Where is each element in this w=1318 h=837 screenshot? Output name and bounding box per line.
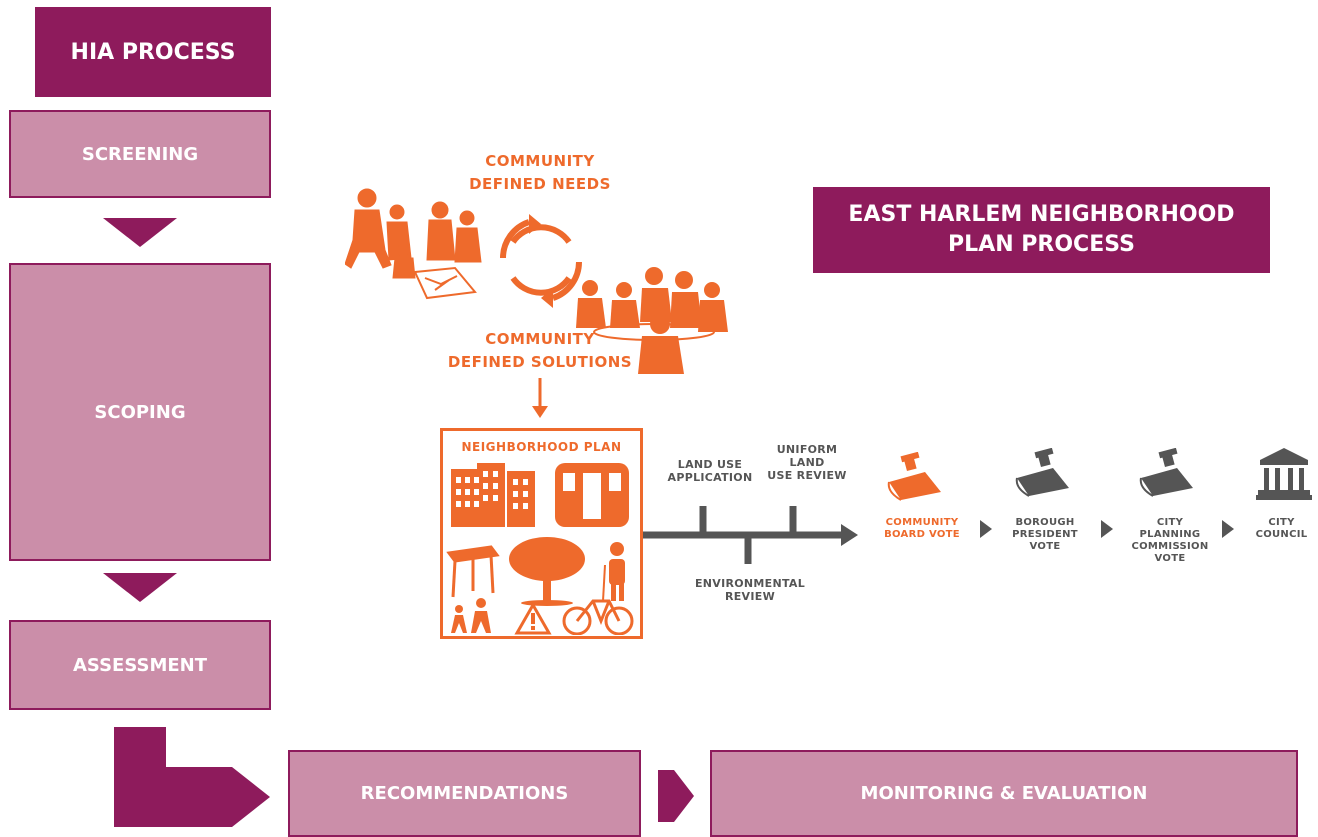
step-arrow-icon [980,520,992,538]
neighborhood-plan-icons [446,463,634,635]
ehnp-title-line1: EAST HARLEM NEIGHBORHOOD [848,202,1235,227]
neighborhood-plan-box: NEIGHBORHOOD PLAN [440,428,643,639]
ehnp-title-line2: PLAN PROCESS [948,232,1135,257]
borough-president-gavel-icon [1015,448,1069,497]
scoping-to-assessment-arrow [103,573,177,602]
school-desk-icon [446,545,500,598]
city-planning-commission-vote-label: CITY PLANNING COMMISSION VOTE [1131,517,1209,564]
assessment-label: ASSESSMENT [72,654,207,676]
buildings-icon [451,463,535,527]
cycle-arrows-icon [500,214,582,308]
city-hall-building-icon [1256,448,1312,500]
hia-process-title-text: HIA PROCESS [70,39,236,65]
solutions-to-plan-arrow [532,378,548,418]
scoping-box: SCOPING [9,263,271,561]
screening-to-scoping-arrow [103,218,177,247]
scoping-label: SCOPING [94,401,186,423]
borough-president-vote-label: BOROUGH PRESIDENT VOTE [1012,517,1078,552]
community-board-gavel-icon [887,452,941,501]
community-defined-needs: COMMUNITY DEFINED NEEDS [469,152,611,193]
recommendations-box: RECOMMENDATIONS [288,750,641,837]
assessment-to-recommendations-arrow [114,727,270,827]
recommendations-to-monitoring-arrow [658,770,694,822]
land-use-application-label: LAND USE APPLICATION [667,458,753,484]
neighborhood-plan-title: NEIGHBORHOOD PLAN [461,440,622,454]
monitoring-evaluation-label: MONITORING & EVALUATION [860,783,1148,804]
environmental-review-label: ENVIRONMENTAL REVIEW [694,577,806,603]
ulurp-timeline [643,506,858,564]
subway-train-icon [555,463,629,527]
monitoring-evaluation-box: MONITORING & EVALUATION [710,750,1298,837]
bicycle-icon [562,599,634,635]
city-planning-commission-gavel-icon [1139,448,1193,497]
community-meeting-illustration-left [345,188,482,300]
assessment-box: ASSESSMENT [9,620,271,710]
ehnp-title: EAST HARLEM NEIGHBORHOOD PLAN PROCESS [813,187,1270,273]
uniform-land-use-review-label: UNIFORM LAND USE REVIEW [767,443,847,482]
tree-icon [509,537,585,606]
community-defined-solutions: COMMUNITY DEFINED SOLUTIONS [447,330,633,371]
screening-label: SCREENING [81,143,199,165]
pedestrians-icon [451,598,491,633]
city-council-label: CITY COUNCIL [1255,517,1308,540]
hia-process-title: HIA PROCESS [35,7,271,97]
step-arrow-icon [1101,520,1113,538]
community-meeting-illustration-right [576,267,728,374]
screening-box: SCREENING [9,110,271,198]
recommendations-label: RECOMMENDATIONS [360,783,569,804]
warning-sign-icon [514,601,552,635]
community-board-vote-label: COMMUNITY BOARD VOTE [884,517,960,540]
step-arrow-icon [1222,520,1234,538]
elderly-person-icon [602,542,625,602]
